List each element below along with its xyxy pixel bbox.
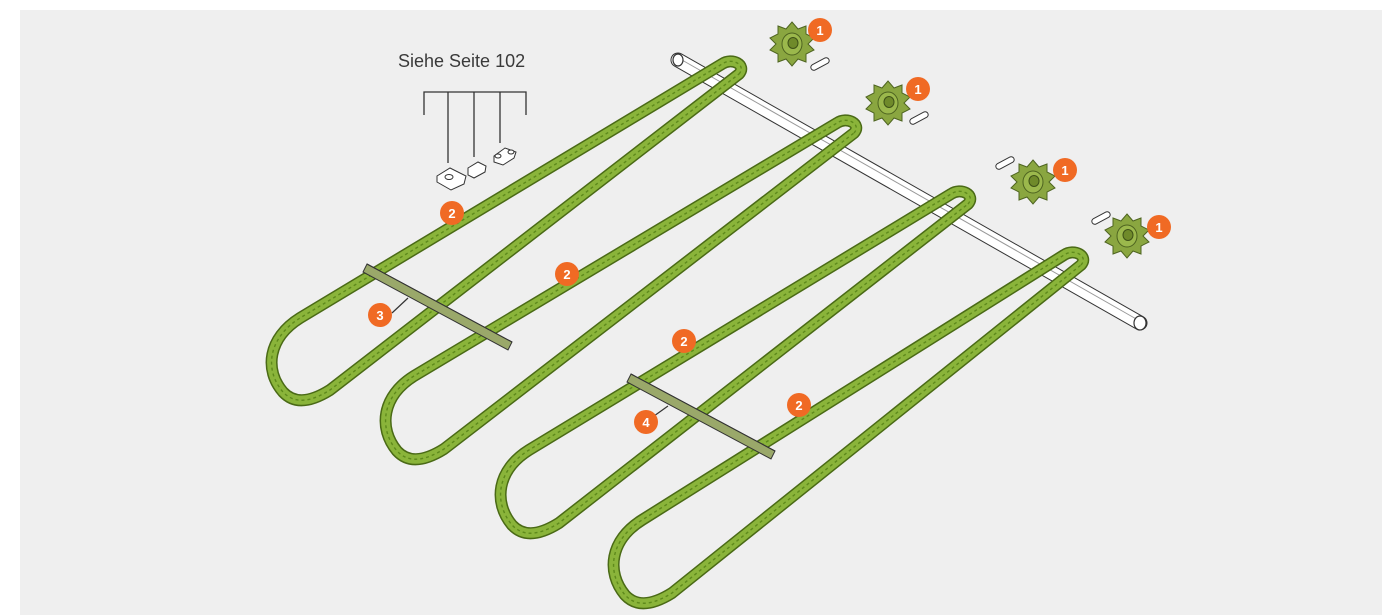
- svg-text:1: 1: [914, 82, 921, 97]
- pin: [809, 56, 831, 72]
- pin: [908, 110, 930, 126]
- svg-text:1: 1: [816, 23, 823, 38]
- svg-text:2: 2: [448, 206, 455, 221]
- callout-badge: 1: [808, 18, 832, 42]
- callout-badge: 2: [672, 329, 696, 353]
- callout-badge: 3: [368, 303, 392, 327]
- slat-3: [362, 263, 513, 351]
- svg-text:1: 1: [1155, 220, 1162, 235]
- svg-text:2: 2: [563, 267, 570, 282]
- svg-text:3: 3: [376, 308, 383, 323]
- callout-badge: 2: [555, 262, 579, 286]
- sprocket: [769, 21, 815, 67]
- leader-line-3: [391, 297, 409, 314]
- callout-badge: 2: [787, 393, 811, 417]
- sprocket: [1104, 213, 1150, 259]
- chain-loop: [267, 56, 746, 405]
- callout-badge: 2: [440, 201, 464, 225]
- chain-loop: [499, 190, 971, 534]
- chain-loop: [612, 251, 1084, 604]
- pin: [994, 155, 1016, 171]
- reference-label: Siehe Seite 102: [398, 51, 525, 71]
- svg-text:2: 2: [795, 398, 802, 413]
- slat-4: [626, 373, 776, 460]
- pin: [1090, 210, 1112, 226]
- reference-bracket: [423, 91, 527, 163]
- callout-badge: 1: [1053, 158, 1077, 182]
- svg-text:4: 4: [642, 415, 650, 430]
- callout-badge: 1: [906, 77, 930, 101]
- sprocket: [1010, 159, 1056, 205]
- sprocket: [865, 80, 911, 126]
- callout-badge: 1: [1147, 215, 1171, 239]
- callout-badge: 4: [634, 410, 658, 434]
- chain-loops: [265, 55, 1090, 610]
- chain-loop: [384, 119, 857, 460]
- svg-text:2: 2: [680, 334, 687, 349]
- svg-text:1: 1: [1061, 163, 1068, 178]
- chain-connector-parts: [436, 147, 517, 191]
